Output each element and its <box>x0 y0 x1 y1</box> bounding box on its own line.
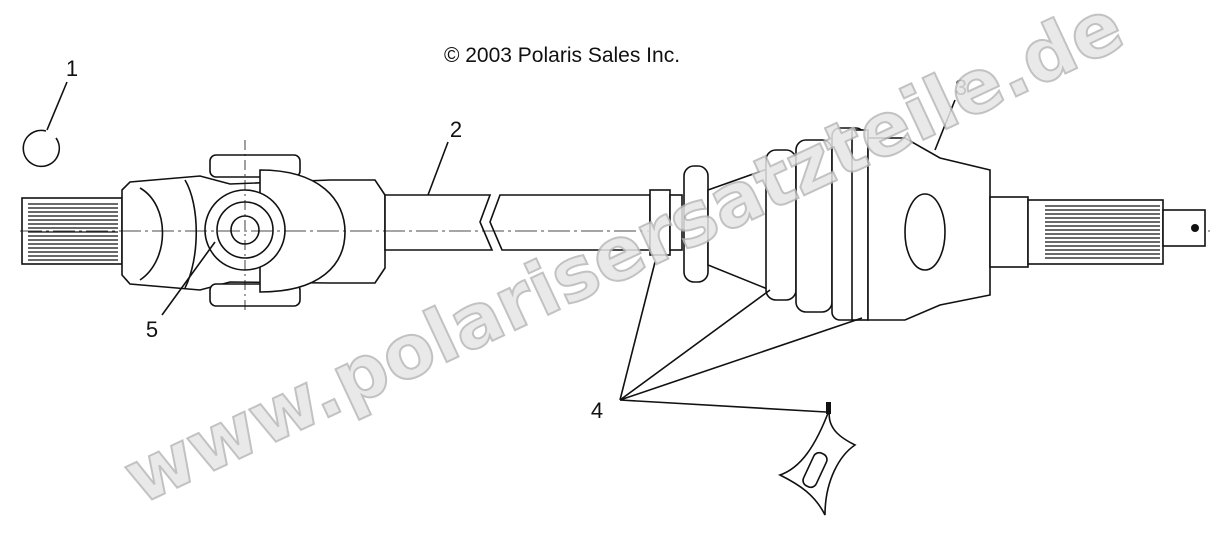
callout-5: 5 <box>146 317 158 342</box>
u-joint <box>121 140 386 310</box>
boot-clamp <box>777 402 857 516</box>
retaining-ring <box>22 129 61 168</box>
drive-shaft <box>20 194 1210 251</box>
copyright-text: © 2003 Polaris Sales Inc. <box>444 44 680 67</box>
cv-joint-outer <box>867 137 1206 321</box>
leader-lines <box>46 81 956 413</box>
callout-4: 4 <box>591 398 603 423</box>
callout-2: 2 <box>450 117 462 142</box>
callout-3: 3 <box>955 75 967 100</box>
cv-boot <box>649 127 869 321</box>
callout-1: 1 <box>66 56 78 81</box>
